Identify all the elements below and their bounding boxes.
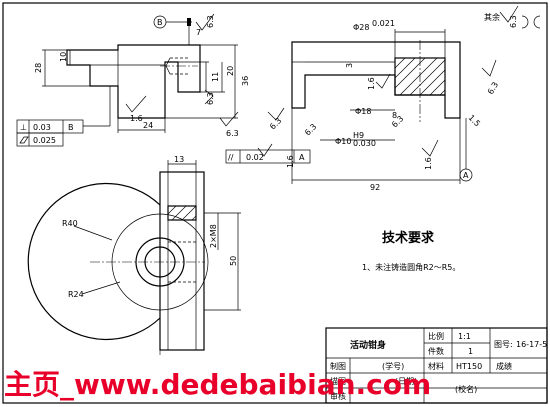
dim-50: 50 [229,256,238,266]
checker-label: 审核 [330,391,346,401]
drawing-no-value: 16-17-5 [516,340,547,349]
material-label: 材料 [428,361,444,371]
qty-value: 1 [468,347,473,356]
dim-1-5: 1.5 [467,113,482,128]
bracket-left [521,15,529,29]
drafter-label: 描图 [330,376,346,386]
roughness-section-left: 6.3 [268,116,283,131]
dim-phi28: Φ28 [353,23,369,32]
roughness-section-1-6c: 1.6 [424,157,433,170]
dim-28: 28 [34,63,43,73]
perp-value: 0.03 [33,123,51,132]
roughness-rest-value: 6.3 [509,15,518,28]
roughness-6-3-bottom: 6.3 [226,129,239,138]
title-block-frame [325,327,548,404]
dim-36: 36 [241,76,250,86]
front-view: 28 10 7 11 20 36 24 1.6 6.3 6.3 6.3 B ⊥ … [16,13,250,147]
dim-phi18: Φ18 [355,107,371,116]
roughness-section-mid: 6.3 [303,122,318,137]
designer-label: 制图 [330,361,346,371]
top-view-body [159,171,205,351]
datum-b-label: B [157,18,163,27]
roughness-6-3-top: 6.3 [206,15,215,28]
notes-heading: 技术要求 [382,230,435,246]
thread-hole [167,205,197,221]
dim-11: 11 [211,72,220,82]
roughness-section-right: 6.3 [486,80,500,96]
dim-3: 3 [345,63,354,68]
dim-phi10: Φ10 [335,137,351,146]
roughness-section-1-6: 1.6 [367,77,376,90]
perp-datum: B [68,123,74,132]
material-value: HT150 [456,362,482,371]
dim-92: 92 [370,183,380,192]
parallel-datum: A [299,153,305,162]
roughness-rest-label: 其余 [484,12,500,22]
roughness-section-1-6b: 1.6 [286,155,295,168]
dim-r24: R24 [68,290,84,299]
flatness-tolerance-frame [16,132,64,147]
dim-8: 8 [392,111,397,120]
top-view: 13 R40 R24 2×M8 50 [27,155,241,355]
dim-10: 10 [59,52,68,62]
dim-24: 24 [143,121,153,130]
perp-symbol: ⊥ [20,123,27,132]
parallel-value: 0.02 [246,153,264,162]
section-view: Φ28 0.021 3 1.6 Φ18 8 Φ10 H9 0.030 6.3 6… [225,5,541,192]
flatness-value: 0.025 [33,136,56,145]
technical-notes: 技术要求 1、未注铸造圆角R2～R5。 [362,230,460,272]
dim-phi28-tol: 0.021 [372,19,395,28]
flatness-symbol [19,136,29,144]
note-1: 1、未注铸造圆角R2～R5。 [362,262,460,272]
drawing-no-label: 图号: [494,340,513,349]
school-label: (校名) [455,384,477,394]
roughness-6-3-side: 6.3 [206,92,215,105]
datum-a-label: A [463,171,469,180]
dim-2xm8: 2×M8 [209,224,218,248]
watermark-text: 主页_www.dedebaibian.com [4,368,431,401]
part-name: 活动钳身 [350,339,386,351]
dim-13: 13 [174,155,184,164]
parallel-symbol: // [228,153,234,162]
bracket-right [533,15,541,29]
dim-20: 20 [226,66,235,76]
dim-r40: R40 [62,219,78,228]
grade-label: 成绩 [496,361,512,371]
title-block: 活动钳身 比例 1:1 件数 1 图号: 16-17-5 制图 (学号) 材料 … [325,327,548,404]
arc-r40 [27,182,161,341]
roughness-1-6: 1.6 [130,114,143,123]
student-no-label: (学号) [382,361,404,371]
date-label: (日期) [395,377,417,386]
scale-value: 1:1 [458,332,471,341]
scale-label: 比例 [428,331,444,341]
parallel-tolerance-frame [225,149,311,164]
dim-phi10-fit: H9 [353,131,364,140]
dim-7: 7 [196,28,201,37]
dim-phi10-tol: 0.030 [353,139,376,148]
qty-label: 件数 [428,346,444,356]
